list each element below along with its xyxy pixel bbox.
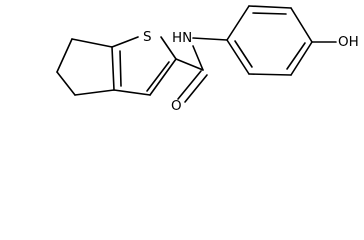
bond-ar-5-6 (248, 73, 292, 76)
bond-n-c1prime (192, 37, 228, 41)
bond-c5-c4 (56, 71, 76, 96)
amide-nh-label: HN (172, 30, 192, 46)
bond-c3a-c7a-double-inner (119, 50, 122, 87)
sulfur-atom-label: S (143, 29, 152, 45)
chemical-structure-diagram: S HN O OH (56, 5, 359, 114)
bond-carbonyl-double-b (184, 74, 208, 103)
bond-ar-4-5 (290, 41, 313, 76)
carbonyl-oxygen-label: O (171, 98, 182, 114)
bond-c2-c3-double-outer (149, 58, 177, 96)
phenol-ring (192, 5, 337, 76)
thiophene-ring (111, 36, 177, 96)
bond-ar-inner-6-1 (234, 40, 253, 68)
bond-carbonyl-c-n (192, 45, 204, 71)
bond-c3a-c7a-double-outer (111, 46, 115, 91)
bond-c7a-s (111, 36, 139, 48)
bond-ar-inner-4-5 (286, 42, 306, 70)
bond-ar-2-3 (248, 5, 292, 9)
bond-c2-c3-double-inner (146, 61, 170, 92)
bond-c7a-c6 (71, 38, 113, 48)
bond-c6-c5 (56, 38, 73, 73)
bond-ar-3-4 (290, 7, 313, 43)
bond-c3-c3a (113, 89, 151, 96)
bond-ar-inner-2-3 (252, 12, 287, 15)
bond-ar-6-1 (226, 39, 250, 75)
hydroxyl-label: OH (338, 34, 359, 50)
bond-c4-c3a (74, 89, 115, 96)
bond-carbonyl-double-a (177, 70, 202, 100)
bond-s-c2 (160, 36, 177, 60)
bond-c2-carbonyl-c (175, 58, 204, 71)
bond-ar-1-2 (226, 5, 250, 41)
cyclopentane-ring (56, 38, 115, 96)
amide-group (175, 45, 208, 103)
